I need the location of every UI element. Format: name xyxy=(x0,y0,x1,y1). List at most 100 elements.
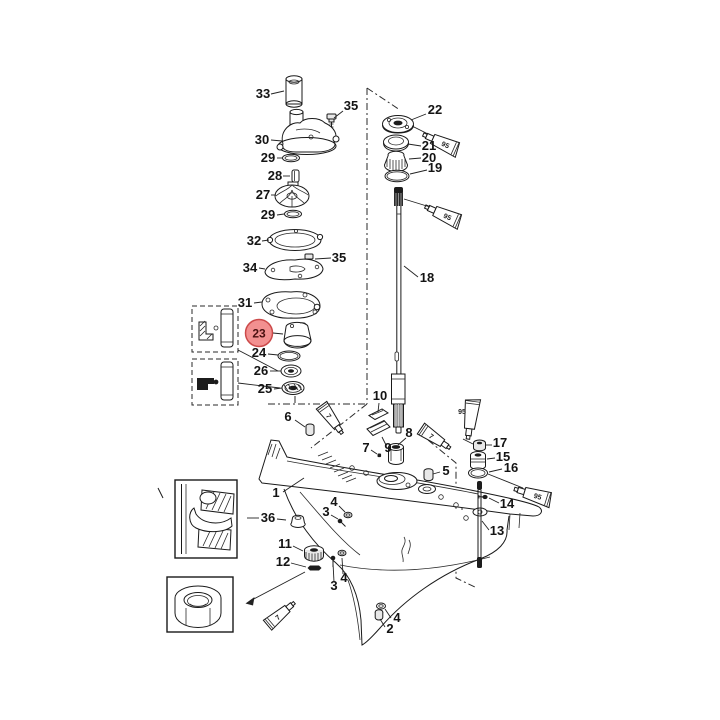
callout-21: 21 xyxy=(422,138,436,153)
part-11-anode-gear xyxy=(304,545,324,562)
part-12-locknut xyxy=(307,565,322,571)
hotspot-part-23[interactable]: 23 xyxy=(244,318,284,348)
part-29-oring-lower xyxy=(284,209,302,219)
part-29-oring-upper xyxy=(282,153,300,163)
tube-95-label: 95 xyxy=(458,409,466,416)
detail-box-shift-bracket-1 xyxy=(191,305,239,353)
part-17-bushing xyxy=(473,439,486,452)
part-27-impeller xyxy=(274,181,310,208)
part-33-sleeve xyxy=(285,75,303,108)
callout-25: 25 xyxy=(258,381,272,396)
callout-11: 11 xyxy=(278,536,292,551)
part-21-bearing-race xyxy=(383,134,409,152)
callout-24: 24 xyxy=(252,345,267,360)
part-6-plug xyxy=(305,423,315,437)
callout-1: 1 xyxy=(272,485,279,500)
part-16-oring xyxy=(468,467,488,479)
part-31-gasket xyxy=(261,291,321,319)
part-30-pump-cover xyxy=(276,108,340,155)
part-4-washer-b xyxy=(337,549,347,557)
callout-26: 26 xyxy=(254,363,268,378)
part-19-oring xyxy=(384,169,410,183)
part-28-key xyxy=(291,169,300,183)
callout-14: 14 xyxy=(500,496,515,511)
part-32-gasket xyxy=(266,228,324,251)
leader-lines xyxy=(247,90,524,628)
part-36-cap xyxy=(290,514,306,529)
part-8-bushing xyxy=(388,443,404,466)
callout-16: 16 xyxy=(504,460,518,475)
callout-29a: 29 xyxy=(261,150,275,165)
part-3-screw-a xyxy=(337,518,346,527)
callout-28: 28 xyxy=(268,168,282,183)
callout-17: 17 xyxy=(493,435,507,450)
callout-labels: 33 35 30 29 28 27 29 32 35 34 31 24 26 2… xyxy=(238,86,518,636)
callout-27: 27 xyxy=(256,187,270,202)
tube-95-label: 95 xyxy=(440,141,450,151)
tube-95-label: 95 xyxy=(533,493,543,502)
callout-7: 7 xyxy=(362,440,369,455)
lubricant-tube-95-a: 95 xyxy=(421,132,461,159)
callout-4c: 4 xyxy=(393,610,401,625)
lubricant-tube-95-b: 95 xyxy=(423,204,463,231)
part-24-oring xyxy=(277,350,301,362)
callout-4b: 4 xyxy=(340,570,348,585)
callout-20: 20 xyxy=(422,150,436,165)
part-23-pump-base xyxy=(283,321,312,349)
callout-35a: 35 xyxy=(344,98,358,113)
callout-13: 13 xyxy=(490,523,504,538)
callout-33: 33 xyxy=(256,86,270,101)
callout-36: 36 xyxy=(261,510,275,525)
part-18-driveshaft xyxy=(391,187,406,434)
part-34-plate xyxy=(264,258,324,281)
callout-34: 34 xyxy=(243,260,258,275)
callout-5: 5 xyxy=(442,463,449,478)
callout-9: 9 xyxy=(384,440,391,455)
tube-7-label: 7 xyxy=(427,433,434,441)
callout-35b: 35 xyxy=(332,250,346,265)
tube-7-label: 7 xyxy=(275,614,283,622)
part-2-drain-plug xyxy=(374,609,384,621)
callout-8: 8 xyxy=(405,425,412,440)
part-13-shift-shaft xyxy=(477,481,482,568)
callout-15: 15 xyxy=(496,449,510,464)
part-4-washer-a xyxy=(343,511,353,519)
detail-box-leader-lines xyxy=(237,349,281,389)
part-26-seal xyxy=(280,364,302,378)
lubricant-tube-95-d: 95 xyxy=(513,486,553,509)
callout-10: 10 xyxy=(373,388,387,403)
tube-7-label: 7 xyxy=(324,413,332,420)
callout-4a: 4 xyxy=(330,494,338,509)
callout-29b: 29 xyxy=(261,207,275,222)
part-4-washer-c xyxy=(376,602,386,610)
sealant-tube-7-a: 7 xyxy=(315,400,345,436)
part-15-seal-carrier xyxy=(470,451,486,470)
callout-30: 30 xyxy=(255,132,269,147)
sealant-tube-7-b: 7 xyxy=(416,422,452,451)
detail-box-locknut xyxy=(166,576,234,633)
part-22-bearing-carrier xyxy=(382,115,414,134)
callout-2: 2 xyxy=(386,621,393,636)
part-25-seal xyxy=(281,381,305,395)
part-5-plug xyxy=(423,468,434,482)
part-7-pin xyxy=(377,453,382,458)
callout-12: 12 xyxy=(276,554,290,569)
lubricant-tube-95-c: 95 xyxy=(458,399,482,440)
part-1-gear-housing xyxy=(258,439,542,646)
callout-19: 19 xyxy=(428,160,442,175)
sealant-tube-7-c: 7 xyxy=(262,600,297,631)
detail-box-bearing-carrier-section xyxy=(174,479,238,559)
arrow-to-locknut-detail xyxy=(245,571,306,606)
tube-95-label: 95 xyxy=(442,213,452,223)
part-9-sleeve xyxy=(366,419,391,437)
detail-box-shift-bracket-2 xyxy=(191,358,239,406)
callout-23[interactable]: 23 xyxy=(252,327,266,341)
callout-3b: 3 xyxy=(330,578,337,593)
callout-31: 31 xyxy=(238,295,252,310)
callout-18: 18 xyxy=(420,270,434,285)
part-20-tapered-bearing xyxy=(383,150,409,173)
callout-22: 22 xyxy=(428,102,442,117)
callout-32: 32 xyxy=(247,233,261,248)
